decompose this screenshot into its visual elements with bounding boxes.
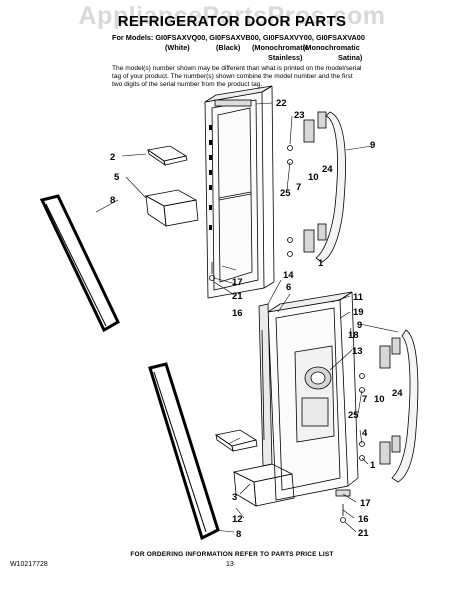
callout-25-lower: 25 bbox=[348, 410, 359, 421]
callout-17-lower: 17 bbox=[360, 498, 371, 509]
watermark: AppliancePartsPros.com bbox=[78, 2, 386, 30]
ordering-info: FOR ORDERING INFORMATION REFER TO PARTS … bbox=[130, 551, 334, 558]
callout-labels: 22 23 9 2 7 10 24 5 25 8 1 14 6 17 21 16… bbox=[110, 98, 403, 540]
callout-2: 2 bbox=[110, 152, 115, 163]
lower-bin-large bbox=[232, 463, 295, 507]
upper-handle-mounts bbox=[287, 111, 327, 257]
upper-bin-small bbox=[146, 145, 188, 166]
upper-door-liner bbox=[204, 85, 275, 299]
callout-9-upper: 9 bbox=[370, 140, 375, 151]
lower-bin-small bbox=[215, 429, 258, 452]
lower-gasket bbox=[148, 362, 220, 541]
upper-gasket bbox=[39, 194, 120, 333]
document-id: W10217728 bbox=[10, 561, 48, 568]
callout-1-upper: 1 bbox=[318, 258, 324, 269]
callout-4: 4 bbox=[362, 428, 368, 439]
variant-white: (White) bbox=[165, 43, 190, 52]
lower-handle-mounts bbox=[359, 337, 401, 465]
callout-13: 13 bbox=[352, 346, 363, 357]
callout-7-upper: 7 bbox=[296, 182, 301, 193]
callout-19: 19 bbox=[353, 307, 364, 318]
model-note: The model(s) number shown may be differe… bbox=[112, 65, 362, 88]
callout-16-lower: 16 bbox=[358, 514, 369, 525]
callout-12: 12 bbox=[232, 514, 243, 525]
variant-mono-satina-line2: Satina) bbox=[338, 53, 363, 62]
page-title: REFRIGERATOR DOOR PARTS bbox=[117, 13, 347, 30]
leader-lines bbox=[95, 102, 399, 533]
callout-7-lower: 7 bbox=[362, 394, 367, 405]
callout-14: 14 bbox=[283, 270, 294, 281]
callout-18: 18 bbox=[348, 330, 359, 341]
callout-10-upper: 10 bbox=[308, 172, 319, 183]
callout-1-lower: 1 bbox=[370, 460, 376, 471]
callout-8-upper: 8 bbox=[110, 195, 115, 206]
page-number: 13 bbox=[226, 561, 234, 568]
variant-mono-stainless-line2: Stainless) bbox=[268, 53, 303, 62]
callout-5: 5 bbox=[114, 172, 120, 183]
callout-24-lower: 24 bbox=[392, 388, 403, 399]
callout-11: 11 bbox=[353, 292, 364, 303]
callout-3: 3 bbox=[232, 492, 237, 503]
callout-17-upper: 17 bbox=[232, 277, 243, 288]
callout-8-lower: 8 bbox=[236, 529, 241, 540]
callout-16-upper: 16 bbox=[232, 308, 243, 319]
variant-black: (Black) bbox=[216, 43, 241, 52]
callout-6: 6 bbox=[286, 282, 291, 293]
callout-21-lower: 21 bbox=[358, 528, 369, 539]
lower-door-liner bbox=[267, 291, 359, 501]
lower-handle bbox=[391, 329, 419, 483]
callout-9-lower: 9 bbox=[357, 320, 362, 331]
callout-25-upper: 25 bbox=[280, 188, 291, 199]
variant-mono-satina-line1: (Monochromatic bbox=[303, 43, 360, 52]
variant-mono-stainless-line1: (Monochromatic bbox=[252, 43, 309, 52]
model-list: For Models: GI0FSAXVQ00, GI0FSAXVB00, GI… bbox=[112, 33, 365, 42]
callout-10-lower: 10 bbox=[374, 394, 385, 405]
upper-handle bbox=[315, 111, 346, 263]
callout-24-upper: 24 bbox=[322, 164, 333, 175]
callout-22: 22 bbox=[276, 98, 287, 109]
callout-21-upper: 21 bbox=[232, 291, 243, 302]
upper-bin-large bbox=[144, 189, 199, 227]
callout-23: 23 bbox=[294, 110, 305, 121]
